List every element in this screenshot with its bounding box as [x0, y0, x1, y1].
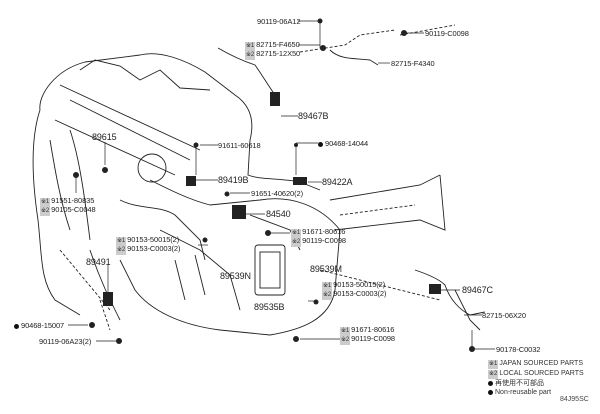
sensor-harness-right [414, 269, 486, 316]
callout-bolt-90119-06a23: 90119-06A23(2) [39, 337, 92, 346]
callout-bolt-91651: 91651-40620(2) [251, 189, 303, 198]
callout-clamp-f4340: 82715-F4340 [391, 59, 435, 68]
callout-sensor-89467c: 89467C [462, 285, 493, 295]
callout-gasket-90468-14044: 90468-14044 [318, 139, 368, 148]
callout-bolt-90119-06a12: 90119-06A12 [257, 17, 301, 26]
legend-nonreusable-jp: 再使用不可部品 [488, 379, 584, 388]
callout-gasket-90468-15007: 90468-15007 [14, 321, 64, 330]
drive-shaft [329, 174, 446, 231]
legend-nonreusable: Non-reusable part [488, 388, 584, 397]
japan-marker: ※1 [245, 42, 256, 51]
callout-module-89539m: 89539M [310, 264, 342, 274]
callout-bracket-89535b: 89535B [254, 302, 285, 312]
sensor-harness-top [217, 47, 276, 96]
callout-sensor-84540: 84540 [266, 209, 291, 219]
diagram-code: 84J95SC [560, 396, 589, 403]
callout-sensor-89615: 89615 [92, 132, 117, 142]
callout-sensor-89422a: 89422A [322, 177, 353, 187]
non-reusable-dot [318, 141, 323, 147]
transaxle-outline [119, 179, 341, 336]
engine-block-outline [39, 53, 321, 191]
callout-clamp-82715-06x20: 82715-06X20 [482, 311, 526, 320]
ecu-module [254, 244, 286, 296]
callout-sensor-89419b: 89419B [218, 175, 249, 185]
local-marker: ※2 [245, 51, 256, 60]
callout-sensor-89467b: 89467B [298, 111, 329, 121]
callout-bolt-91611: 91611-60618 [218, 141, 261, 150]
callout-bolt-90178: 90178-C0032 [496, 345, 541, 354]
callout-module-89539n: 89539N [220, 271, 251, 281]
callout-sensor-89491: 89491 [86, 257, 111, 267]
callout-bolt-c0098-top: 90119-C0098 [425, 29, 469, 38]
